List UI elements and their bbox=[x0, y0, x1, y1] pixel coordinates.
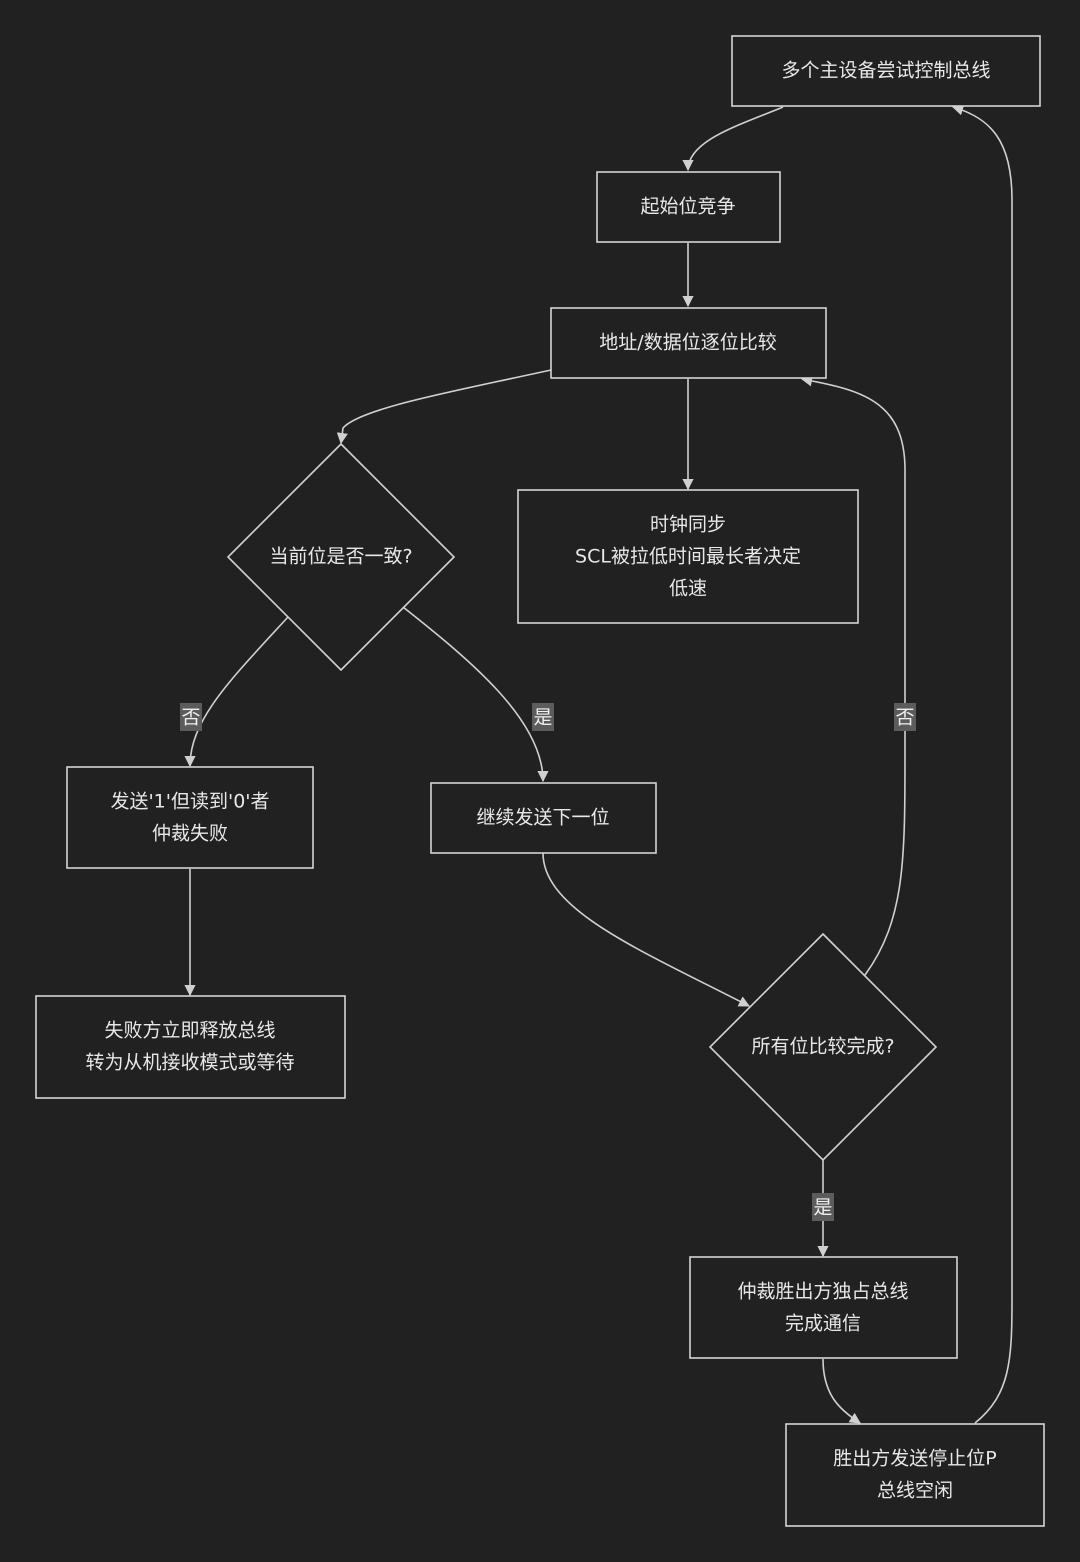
node-compare: 地址/数据位逐位比较 bbox=[550, 307, 827, 379]
edge-stop-to-start bbox=[951, 104, 1013, 1424]
svg-text:是: 是 bbox=[813, 1197, 832, 1219]
node-continue: 继续发送下一位 bbox=[430, 782, 657, 854]
edge-label-yes-done: 是 bbox=[812, 1193, 834, 1221]
node-clock-sync: 时钟同步 SCL被拉低时间最长者决定 低速 bbox=[517, 489, 859, 624]
node-bit-match-decision: 当前位是否一致? bbox=[226, 442, 456, 672]
svg-text:多个主设备尝试控制总线: 多个主设备尝试控制总线 bbox=[781, 60, 990, 82]
node-start-bit: 起始位竞争 bbox=[596, 171, 781, 243]
node-all-done-decision: 所有位比较完成? bbox=[708, 932, 938, 1162]
edge-start-to-startbit bbox=[682, 106, 784, 172]
svg-text:否: 否 bbox=[895, 707, 914, 729]
edge-label-no-mismatch: 否 bbox=[180, 703, 202, 731]
svg-text:仲裁失败: 仲裁失败 bbox=[152, 823, 228, 845]
nodes: 多个主设备尝试控制总线 起始位竞争 地址/数据位逐位比较 时钟同步 SCL被拉低… bbox=[35, 35, 1045, 1527]
svg-text:完成通信: 完成通信 bbox=[785, 1313, 861, 1335]
node-lose: 发送'1'但读到'0'者 仲裁失败 bbox=[66, 766, 314, 869]
edge-compare-to-bitmatch bbox=[336, 369, 552, 445]
svg-text:继续发送下一位: 继续发送下一位 bbox=[476, 807, 609, 829]
svg-text:起始位竞争: 起始位竞争 bbox=[640, 196, 735, 218]
edge-label-yes-match: 是 bbox=[532, 703, 554, 731]
node-start: 多个主设备尝试控制总线 bbox=[731, 35, 1041, 107]
edges bbox=[184, 104, 1013, 1424]
edge-win-to-stop bbox=[822, 1358, 861, 1424]
svg-text:胜出方发送停止位P: 胜出方发送停止位P bbox=[833, 1448, 996, 1470]
svg-text:失败方立即释放总线: 失败方立即释放总线 bbox=[104, 1020, 275, 1042]
svg-text:发送'1'但读到'0'者: 发送'1'但读到'0'者 bbox=[110, 791, 269, 813]
node-stop: 胜出方发送停止位P 总线空闲 bbox=[785, 1423, 1045, 1527]
svg-text:转为从机接收模式或等待: 转为从机接收模式或等待 bbox=[85, 1052, 294, 1074]
svg-text:当前位是否一致?: 当前位是否一致? bbox=[269, 546, 412, 568]
edge-labels: 否 是 否 是 bbox=[180, 703, 916, 1221]
node-release: 失败方立即释放总线 转为从机接收模式或等待 bbox=[35, 995, 346, 1099]
node-win: 仲裁胜出方独占总线 完成通信 bbox=[689, 1256, 958, 1359]
edge-alldone-to-compare bbox=[800, 375, 906, 976]
svg-text:是: 是 bbox=[533, 707, 552, 729]
svg-text:总线空闲: 总线空闲 bbox=[877, 1480, 953, 1502]
svg-text:SCL被拉低时间最长者决定: SCL被拉低时间最长者决定 bbox=[575, 546, 801, 568]
svg-text:所有位比较完成?: 所有位比较完成? bbox=[751, 1036, 894, 1058]
edge-continue-to-alldone bbox=[542, 852, 750, 1007]
svg-text:否: 否 bbox=[181, 707, 200, 729]
edge-bitmatch-to-lose bbox=[184, 616, 289, 768]
svg-text:仲裁胜出方独占总线: 仲裁胜出方独占总线 bbox=[737, 1281, 908, 1303]
edge-bitmatch-to-continue bbox=[402, 606, 549, 783]
svg-text:低速: 低速 bbox=[669, 578, 707, 600]
svg-text:地址/数据位逐位比较: 地址/数据位逐位比较 bbox=[599, 332, 776, 354]
svg-text:时钟同步: 时钟同步 bbox=[650, 514, 726, 536]
edge-label-no-loop: 否 bbox=[894, 703, 916, 731]
